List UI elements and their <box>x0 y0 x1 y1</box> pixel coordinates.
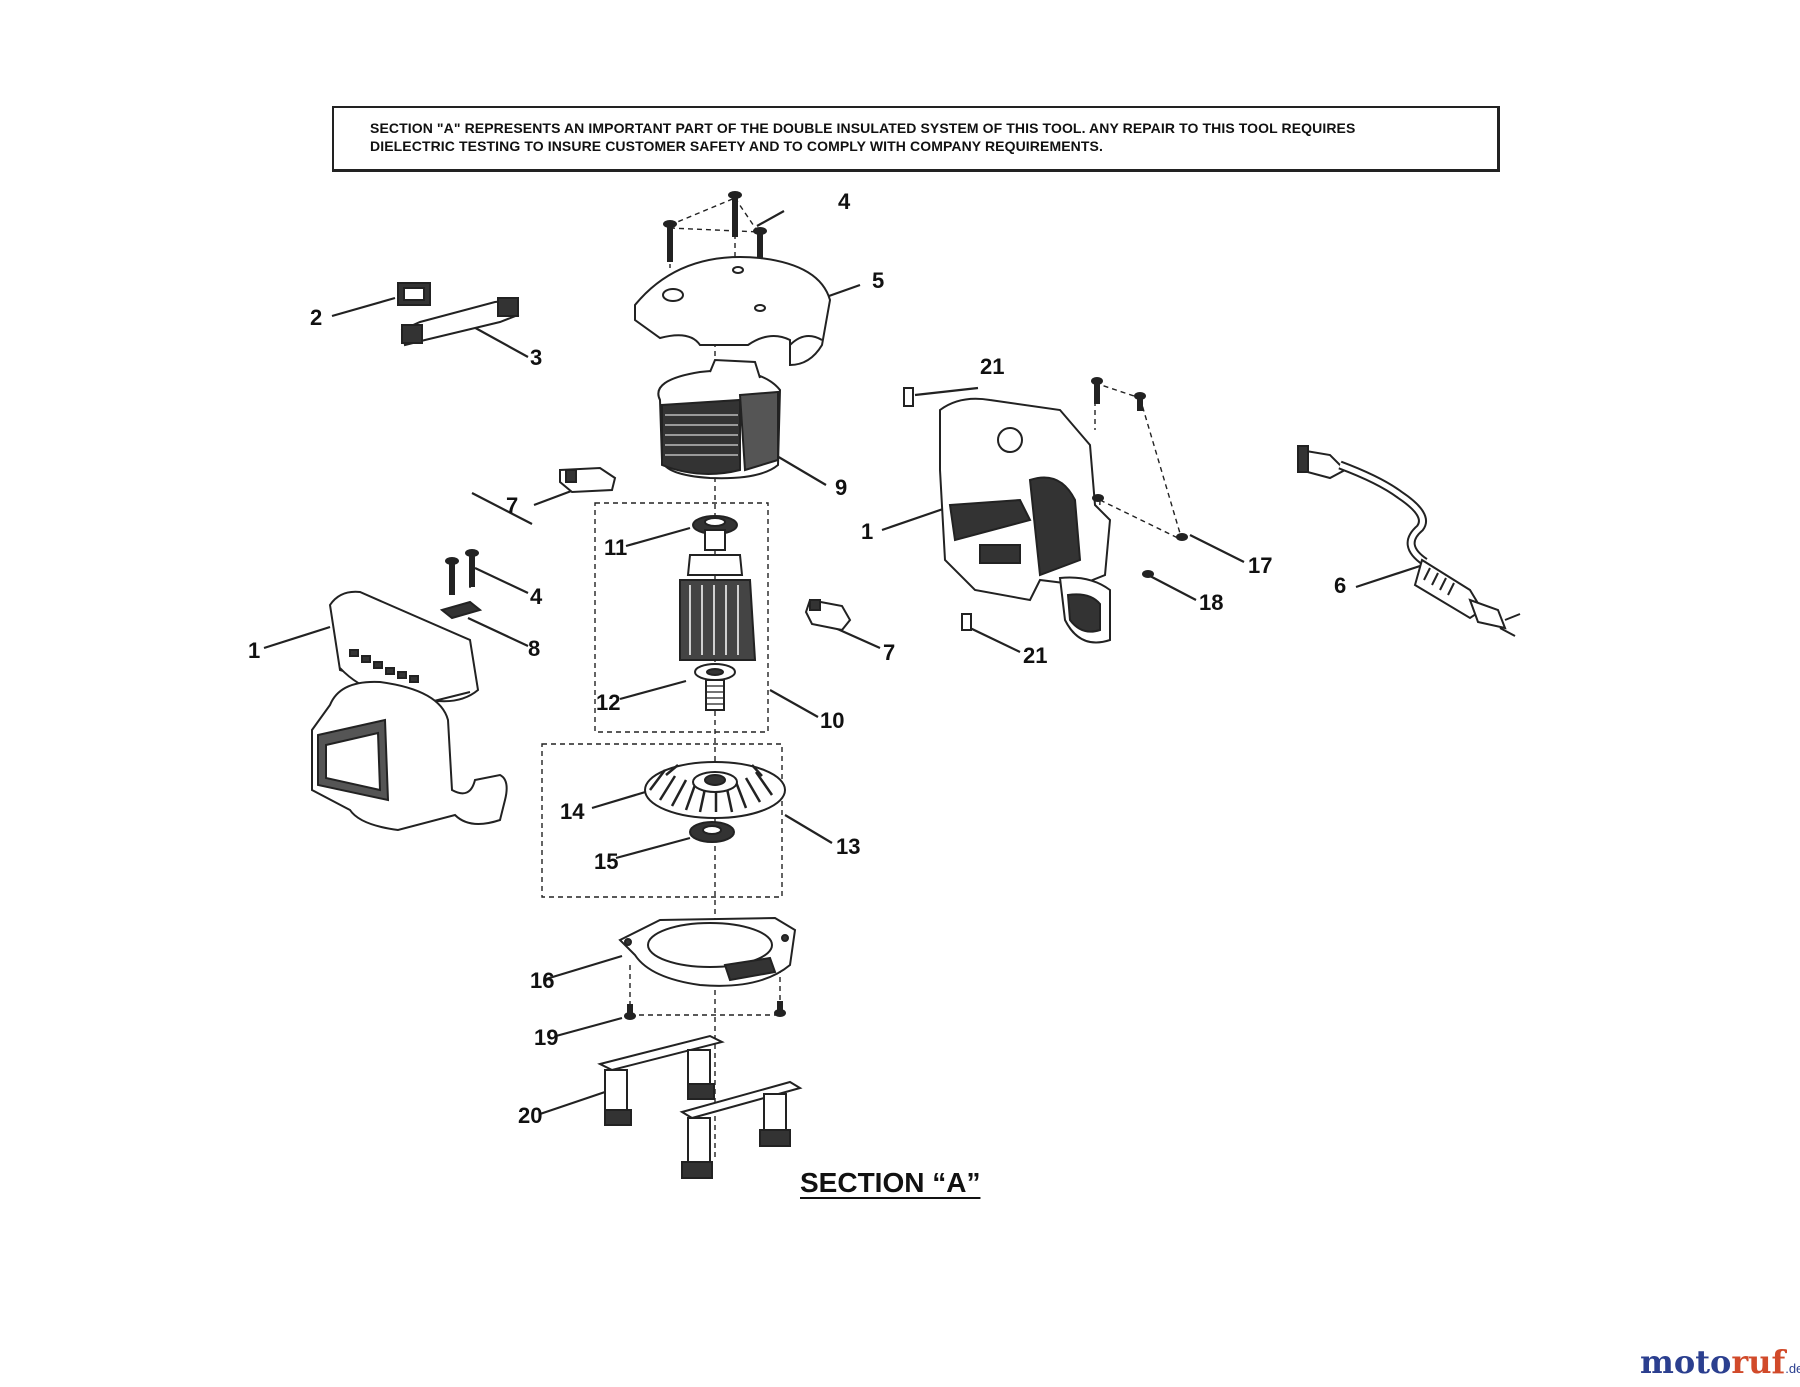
callout-1-right: 1 <box>861 519 874 544</box>
callout-20: 20 <box>518 1103 543 1128</box>
callout-21-top: 21 <box>980 354 1005 379</box>
watermark-suffix: .de <box>1785 1361 1800 1376</box>
callout-15: 15 <box>594 849 619 874</box>
screws-part-4-top <box>663 191 767 263</box>
notice-line-2: DIELECTRIC TESTING TO INSURE CUSTOMER SA… <box>370 138 1103 154</box>
callout-10: 10 <box>820 708 845 733</box>
callout-17: 17 <box>1248 553 1273 578</box>
callout-5: 5 <box>872 268 885 293</box>
watermark-part-2: ruf <box>1731 1343 1786 1381</box>
callout-2: 2 <box>310 305 323 330</box>
callout-14: 14 <box>560 799 585 824</box>
callout-21-bottom: 21 <box>1023 643 1048 668</box>
callout-6: 6 <box>1334 573 1347 598</box>
screws-part-4-mid <box>445 549 479 595</box>
clamp-part-8 <box>439 600 483 620</box>
top-cover-part-5 <box>634 256 832 367</box>
callout-7-right: 7 <box>883 640 896 665</box>
callout-8: 8 <box>528 636 541 661</box>
armature-part-10 <box>679 515 757 711</box>
screws-part-17 <box>1091 377 1188 541</box>
section-a-label: SECTION “A” <box>800 1167 981 1198</box>
field-part-9 <box>657 358 782 480</box>
screws-part-19 <box>624 1001 786 1020</box>
brush-parts-7 <box>559 466 852 632</box>
callout-19: 19 <box>534 1025 559 1050</box>
pins-part-21 <box>903 387 972 631</box>
callout-3: 3 <box>530 345 543 370</box>
callout-7-left: 7 <box>506 493 519 518</box>
callout-16: 16 <box>530 968 555 993</box>
callout-11: 11 <box>604 535 628 560</box>
fan-part-14 <box>644 761 786 819</box>
housing-part-1-right <box>939 397 1112 644</box>
callout-4-mid: 4 <box>530 584 543 609</box>
callout-9: 9 <box>835 475 848 500</box>
switch-parts-2-3 <box>397 282 520 347</box>
leader-lines <box>263 210 1421 1116</box>
callout-4-top: 4 <box>838 189 851 214</box>
cord-part-6 <box>1297 445 1521 637</box>
housing-part-1-left <box>311 590 508 832</box>
baffle-part-16 <box>618 916 797 987</box>
bearing-part-15 <box>689 821 735 843</box>
callout-13: 13 <box>836 834 861 859</box>
callout-1-left: 1 <box>248 638 261 663</box>
callout-18: 18 <box>1199 590 1224 615</box>
screw-part-18 <box>1142 570 1154 578</box>
notice-line-1: SECTION "A" REPRESENTS AN IMPORTANT PART… <box>370 120 1356 136</box>
site-watermark: motoruf.de <box>1640 1343 1800 1381</box>
safety-notice-box: SECTION "A" REPRESENTS AN IMPORTANT PART… <box>332 106 1500 172</box>
assembly-dashed-lines <box>469 197 1183 1160</box>
callout-12: 12 <box>596 690 621 715</box>
watermark-part-1: moto <box>1640 1343 1732 1381</box>
feet-part-20 <box>597 1034 803 1179</box>
